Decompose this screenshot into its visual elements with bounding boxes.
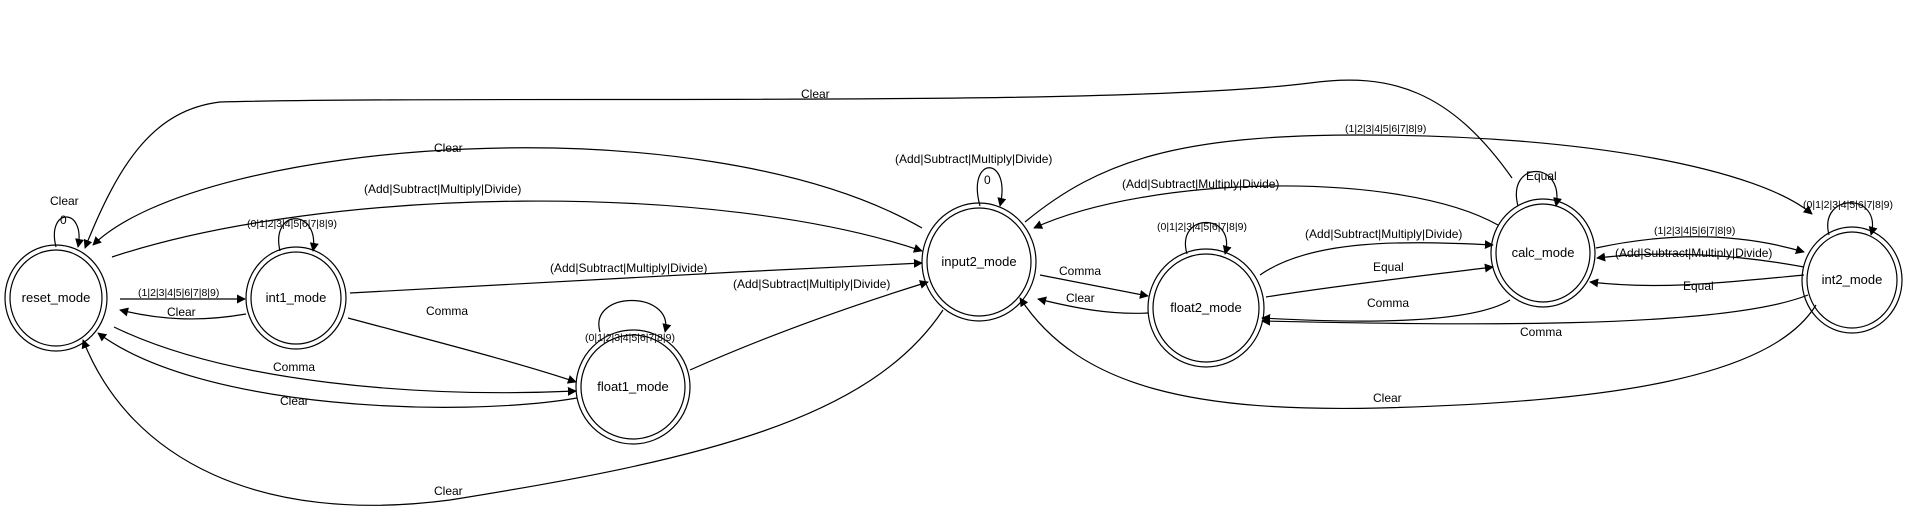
label-reset-float1-comma: Comma (273, 360, 315, 374)
edge-reset-input2-ops (111, 200, 923, 258)
edge-labels: Clear 0 (1|2|3|4|5|6|7|8|9) Clear (0|1|2… (50, 87, 1893, 498)
edge-input2-reset-clear-bottom (81, 309, 944, 506)
label-input2-self-ops: (Add|Subtract|Multiply|Divide) (895, 152, 1052, 166)
state-calc-mode-label: calc_mode (1512, 245, 1575, 260)
nodes: reset_mode int1_mode float1_mode input2_… (4, 198, 1903, 445)
label-float2-calc-ops: (Add|Subtract|Multiply|Divide) (1305, 227, 1462, 241)
state-float1-mode: float1_mode (575, 329, 691, 445)
label-int2-self-digits: (0|1|2|3|4|5|6|7|8|9) (1803, 199, 1893, 211)
label-int1-self-digits: (0|1|2|3|4|5|6|7|8|9) (247, 218, 337, 230)
label-calc-int2-digits: (1|2|3|4|5|6|7|8|9) (1654, 225, 1735, 237)
label-int1-float1-comma: Comma (426, 304, 468, 318)
state-input2-mode-label: input2_mode (941, 254, 1016, 269)
edge-input2-self-zero (976, 167, 1007, 207)
state-int1-mode: int1_mode (245, 246, 347, 350)
label-float2-calc-equal: Equal (1373, 260, 1404, 274)
edge-input2-int2-digits (1024, 134, 1813, 223)
edge-calc-input2-ops (1033, 185, 1499, 229)
state-calc-mode: calc_mode (1490, 198, 1596, 308)
edge-calc-int2-digits (1595, 236, 1805, 255)
edge-float2-calc-equal (1265, 263, 1494, 298)
edge-int2-float2-comma (1261, 294, 1809, 326)
edge-float1-reset-clear (97, 332, 578, 408)
label-reset-self-clear: Clear (50, 194, 79, 208)
label-reset-int1-digits: (1|2|3|4|5|6|7|8|9) (138, 287, 219, 299)
edge-float2-self-digits (1184, 222, 1232, 255)
state-float2-mode: float2_mode (1147, 248, 1265, 368)
state-int1-mode-label: int1_mode (266, 290, 327, 305)
label-int2-calc-equal: Equal (1683, 279, 1714, 293)
edge-int1-reset-clear (119, 307, 247, 320)
edge-calc-reset-clear-top (83, 79, 1513, 249)
label-calc-input2-ops: (Add|Subtract|Multiply|Divide) (1122, 177, 1279, 191)
state-reset-mode-label: reset_mode (22, 290, 91, 305)
label-int1-reset-clear: Clear (167, 305, 196, 319)
state-int2-mode-label: int2_mode (1822, 272, 1883, 287)
label-int2-input2-clear: Clear (1373, 391, 1402, 405)
edge-float1-input2-ops (689, 280, 929, 371)
state-float1-mode-label: float1_mode (597, 379, 669, 394)
state-reset-mode: reset_mode (4, 244, 108, 352)
edges (53, 79, 1878, 506)
state-float2-mode-label: float2_mode (1170, 300, 1242, 315)
label-float1-reset-clear: Clear (280, 394, 309, 408)
label-calc-self-equal: Equal (1526, 169, 1557, 183)
label-input2-reset-clear-upper: Clear (434, 141, 463, 155)
edge-int2-self-digits (1827, 202, 1878, 236)
edge-float2-input2-clear (1037, 296, 1149, 314)
label-input2-float2-comma: Comma (1059, 264, 1101, 278)
edge-calc-self-equal (1515, 171, 1562, 207)
edge-input2-float2-comma (1039, 274, 1149, 299)
edge-int2-calc-equal (1589, 274, 1805, 288)
label-int1-input2-ops: (Add|Subtract|Multiply|Divide) (550, 261, 707, 275)
state-int2-mode: int2_mode (1801, 226, 1903, 334)
edge-float2-calc-ops (1259, 240, 1494, 276)
edge-calc-float2-comma (1261, 299, 1511, 323)
state-input2-mode: input2_mode (921, 202, 1037, 322)
edge-input2-reset-clear-upper (92, 147, 923, 246)
edge-reset-self-clear (53, 216, 84, 248)
label-float2-self-digits: (0|1|2|3|4|5|6|7|8|9) (1157, 221, 1247, 233)
edge-reset-float1-comma (113, 326, 577, 396)
edge-int2-calc-ops (1596, 252, 1805, 268)
label-int2-calc-ops: (Add|Subtract|Multiply|Divide) (1615, 246, 1772, 260)
edge-int1-input2-ops (349, 258, 923, 294)
edge-int1-float1-comma (347, 317, 577, 384)
label-input2-int2-digits: (1|2|3|4|5|6|7|8|9) (1345, 123, 1426, 135)
label-reset-input2-ops: (Add|Subtract|Multiply|Divide) (364, 182, 521, 196)
label-calc-float2-comma: Comma (1367, 296, 1409, 310)
edge-int1-self-digits (278, 218, 319, 252)
label-reset-self-zero: 0 (60, 213, 67, 227)
label-float1-self-digits: (0|1|2|3|4|5|6|7|8|9) (585, 332, 675, 344)
label-int2-float2-comma: Comma (1520, 325, 1562, 339)
edge-int2-input2-clear (1019, 297, 1817, 409)
label-input2-self-zero: 0 (984, 173, 991, 187)
label-input2-reset-clear-bottom: Clear (434, 484, 463, 498)
label-calc-reset-clear-top: Clear (801, 87, 830, 101)
label-float2-input2-clear: Clear (1066, 291, 1095, 305)
edge-float1-self-digits (598, 299, 672, 333)
label-float1-input2-ops: (Add|Subtract|Multiply|Divide) (733, 277, 890, 291)
